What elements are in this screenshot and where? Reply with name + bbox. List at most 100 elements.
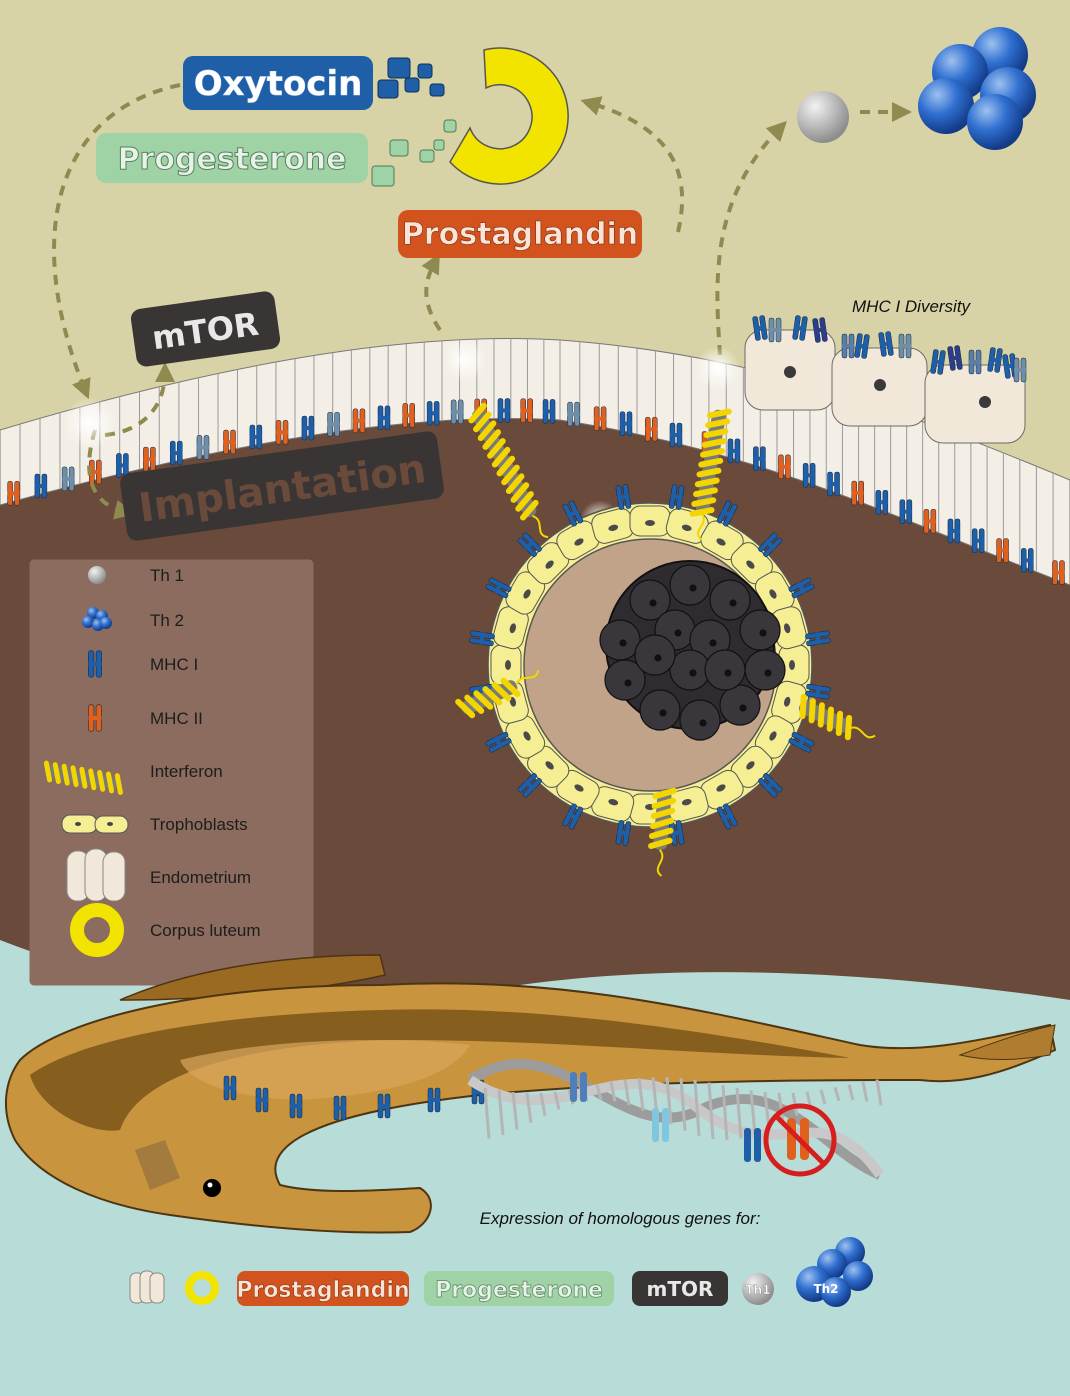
icm-cell: [709, 579, 751, 621]
to-implantation-arrow: [87, 429, 135, 520]
mhc-marker: [567, 401, 580, 427]
th1-icon: [88, 566, 106, 584]
mhc-marker: [377, 1093, 391, 1119]
mhc-marker: [223, 1075, 237, 1101]
mhc-marker: [805, 683, 831, 700]
progesterone-receptor-blocks: [371, 119, 457, 187]
mhc-marker: [788, 577, 815, 599]
trophoblast-cell: [700, 520, 744, 561]
interferon-molecule: [455, 669, 540, 719]
icm-cell: [634, 634, 676, 676]
mhc-marker: [923, 508, 937, 534]
mhc-marker: [727, 438, 741, 464]
dna-gene-mhc1-dark: [744, 1128, 761, 1162]
mhc-marker: [497, 398, 511, 423]
mhc-marker: [875, 490, 889, 515]
trophoblast-cell: [771, 606, 808, 650]
mhc-marker: [802, 463, 816, 488]
mhc-marker: [851, 480, 865, 506]
mhc-marker: [1052, 560, 1065, 585]
mhc-diversity-marker: [878, 331, 894, 357]
mhc-diversity-marker: [898, 333, 912, 359]
mhc-diversity-marker: [987, 347, 1003, 373]
mhc-marker: [301, 415, 315, 441]
trophoblast-cell: [556, 520, 600, 561]
icm-cell: [669, 564, 711, 606]
bottom-th1-icon: [742, 1273, 774, 1305]
mhc-marker: [485, 731, 512, 753]
to-th1-arrow: [715, 120, 787, 356]
mhc-diversity-marker: [812, 317, 828, 343]
endometrium-icon: [129, 1270, 165, 1304]
icm-cell: [744, 649, 786, 691]
icm-cell: [704, 649, 746, 691]
mhc-marker: [402, 403, 415, 428]
icm-cell: [739, 609, 781, 651]
mhc1-icon: [88, 650, 102, 678]
dna-gene-mhc1-light: [652, 1108, 669, 1142]
corpus-luteum-icon: [185, 1271, 219, 1305]
mhc-markers-blastocyst: [469, 484, 831, 846]
progesterone-label: Progesterone: [118, 142, 347, 177]
corpus-luteum: [449, 47, 569, 185]
legend-mhc2: [88, 704, 102, 732]
endometrium-icon: [66, 848, 126, 902]
mhc-marker: [469, 630, 495, 647]
legend-label-1: Th 2: [150, 611, 184, 630]
legend-label-7: Corpus luteum: [150, 921, 261, 940]
mhc-marker: [485, 577, 512, 599]
mhc-marker: [7, 481, 20, 506]
mhc-marker: [753, 446, 766, 471]
mhc-marker: [352, 408, 366, 434]
interferon-molecules: [455, 402, 876, 877]
bottom-progesterone-label: Progesterone: [435, 1278, 603, 1303]
mhc-marker: [143, 446, 156, 472]
prostaglandin-pill: Prostaglandin: [398, 210, 642, 258]
mhc-diversity-marker: [768, 317, 782, 343]
mhc2-absent-icon: [763, 1103, 837, 1177]
mhc-marker: [542, 399, 556, 424]
expression-caption: Expression of homologous genes for:: [480, 1209, 761, 1228]
bottom-th2-label: Th2: [813, 1282, 838, 1296]
endometrial-cells-large: [744, 329, 1026, 444]
mhc-marker: [520, 398, 533, 423]
mhc-marker: [668, 484, 685, 510]
mhc-diversity-marker: [792, 315, 808, 341]
mhc-marker: [196, 435, 210, 460]
bottom-th2-icon: [796, 1237, 873, 1307]
icm-cell: [629, 579, 671, 621]
expression-row: Prostaglandin Progesterone mTOR Th1 Th2: [129, 1237, 873, 1307]
legend-label-0: Th 1: [150, 566, 184, 585]
mhc-marker: [971, 528, 985, 553]
mhc-marker: [615, 484, 632, 510]
mhc-marker: [517, 773, 542, 798]
mhc-diversity-label: MHC I Diversity: [852, 297, 972, 316]
legend-label-5: Trophoblasts: [150, 815, 248, 834]
interferon-molecule: [799, 693, 876, 741]
icm-cell: [639, 689, 681, 731]
prostaglandin-to-corpus-luteum-arrow: [580, 96, 685, 233]
mhc-diversity-marker: [930, 349, 946, 375]
th2-cluster: [918, 27, 1036, 150]
mhc-marker: [333, 1095, 347, 1121]
mhc-marker: [61, 466, 75, 492]
mhc-marker: [947, 518, 961, 544]
trophoblast-layer: [490, 505, 810, 825]
icm-cell: [599, 619, 641, 661]
mhc-marker: [615, 820, 632, 846]
mhc-marker: [427, 1087, 441, 1113]
mhc-diversity-markers: [752, 315, 1027, 383]
icm-cell: [679, 699, 721, 741]
bottom-th1-label: Th1: [745, 1283, 770, 1297]
mhc-marker: [668, 820, 685, 846]
icm-cell: [719, 684, 761, 726]
mhc-marker: [996, 538, 1009, 563]
mhc-marker: [827, 471, 840, 497]
mhc-marker: [805, 630, 831, 647]
bottom-mtor-label: mTOR: [647, 1277, 714, 1301]
mhc-marker: [1020, 548, 1034, 573]
mtor-pill: mTOR: [130, 291, 281, 367]
mhc-marker: [758, 773, 783, 798]
mhc-marker: [377, 405, 391, 431]
